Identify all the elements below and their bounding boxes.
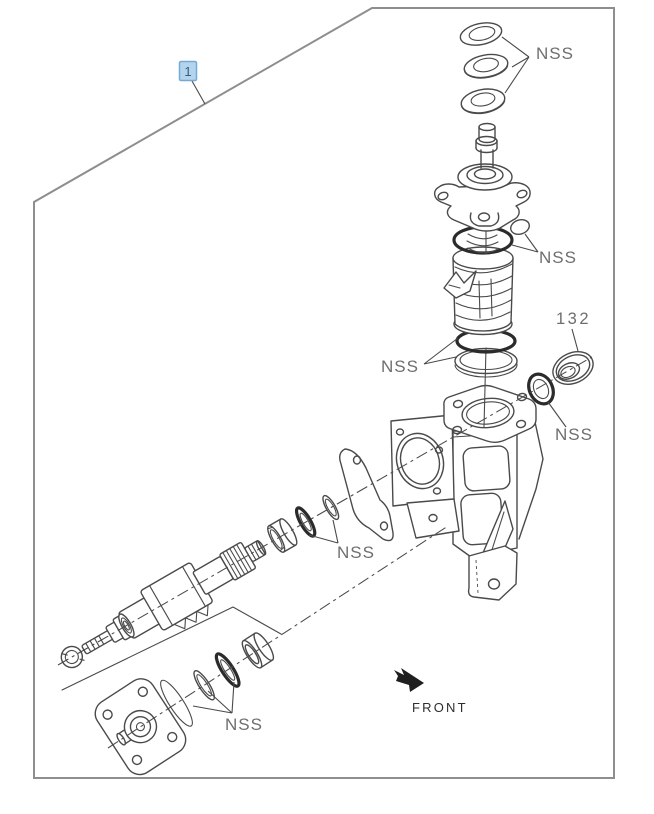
front-label: FRONT — [412, 700, 468, 715]
part-number-132: 132 — [556, 310, 591, 328]
nss-label-side-seal: NSS — [555, 425, 593, 444]
callout-leader — [191, 80, 206, 105]
sector-teeth — [173, 604, 209, 630]
housing-window-upper — [462, 445, 511, 492]
nss-label-top-seals: NSS — [536, 44, 574, 63]
bearing-race — [466, 165, 504, 185]
side-bore-outer — [395, 432, 445, 490]
input-shaft-knob — [478, 122, 496, 132]
nss-label-end-cover-kit: NSS — [225, 715, 263, 734]
callout-1-number: 1 — [184, 64, 191, 79]
flange-hole — [515, 419, 527, 429]
drawing — [57, 22, 594, 776]
assembly-center-line — [483, 347, 487, 428]
nss-label-valve-oring: NSS — [539, 248, 577, 267]
flange-opening-inner — [466, 401, 510, 425]
plate-hole — [432, 487, 442, 495]
flange-hole — [452, 399, 464, 409]
front-arrow-icon — [394, 668, 424, 692]
callout-1-badge[interactable] — [178, 60, 198, 82]
plate-hole — [395, 428, 405, 436]
valve-body — [452, 257, 514, 332]
dust-washer — [459, 22, 503, 46]
bracket-hole — [379, 521, 389, 531]
small-o-ring — [510, 219, 530, 235]
flange-hole — [516, 392, 528, 402]
cover-bolt-hole — [102, 709, 113, 720]
retainer-ring — [454, 347, 518, 375]
nss-label-valve-lower-rings: NSS — [381, 357, 419, 376]
housing-right-wall — [518, 421, 544, 540]
tab-hole — [428, 513, 438, 523]
ear-bolt-hole — [437, 191, 449, 201]
nss-label-sector-shaft-seals: NSS — [337, 543, 375, 562]
foot-bolt-hole — [487, 578, 501, 590]
housing-foot-bracket — [467, 545, 518, 601]
flange-hole — [451, 425, 463, 435]
flange-opening — [461, 397, 515, 429]
cover-bolt-hole — [167, 731, 178, 743]
housing-side-tab — [406, 498, 460, 539]
cover-bolt-hole — [131, 754, 143, 766]
end-cover-axis — [107, 525, 449, 749]
end-cover-kit — [94, 632, 275, 776]
bearing-housing-skirt — [434, 182, 531, 232]
side-o-ring — [527, 372, 555, 406]
bearing-race-inner — [473, 168, 497, 180]
top-seal-stack — [459, 22, 509, 115]
upper-bearing-housing — [434, 122, 531, 232]
valve-assembly — [443, 219, 530, 428]
housing-side-bracket-arm — [338, 448, 394, 542]
ear-bolt-hole — [516, 189, 528, 199]
sector-shaft-axis — [57, 356, 593, 666]
lobe-hole — [477, 212, 491, 222]
bracket-hole — [352, 455, 362, 465]
housing-top-flange — [443, 384, 537, 443]
callout-1[interactable]: 1 — [178, 60, 206, 105]
leader-lines — [192, 36, 579, 714]
gear-housing — [338, 384, 544, 601]
torsion-pin-star — [443, 270, 477, 299]
diagram-frame-border — [33, 7, 615, 779]
bearing-boss — [457, 163, 513, 191]
plate-hole — [434, 446, 444, 454]
kit-group-line — [61, 606, 282, 691]
cover-bolt-hole — [137, 686, 149, 697]
